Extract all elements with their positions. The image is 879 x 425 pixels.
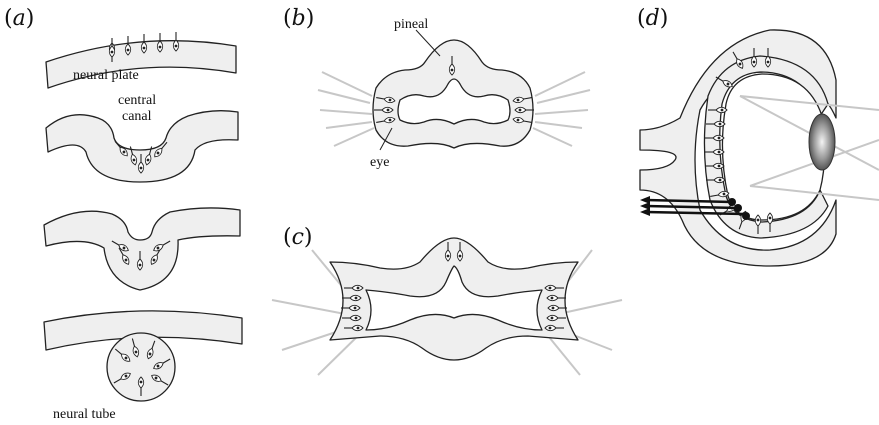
- brain-cross-section-c: [329, 237, 579, 361]
- neural-plate-label: neural plate: [73, 68, 139, 83]
- pineal-label: pineal: [394, 17, 428, 32]
- neural-fold-diagram-2: [43, 207, 241, 291]
- eye-cup-diagram: [639, 29, 879, 267]
- panel-a: (a) neural plate central canal: [4, 6, 243, 422]
- panel-label-d: (d): [637, 6, 668, 31]
- panel-d: (d): [637, 6, 879, 267]
- light-rays-b-left: [317, 71, 375, 147]
- panel-label-c: (c): [283, 225, 313, 250]
- neural-plate-diagram: [45, 31, 237, 89]
- panel-label-b: (b): [283, 6, 314, 31]
- light-rays-b-right: [532, 71, 591, 147]
- eye-label: eye: [370, 155, 389, 170]
- eye-leader-line: [379, 127, 393, 151]
- pineal-leader-line: [415, 29, 441, 57]
- optic-axons: [640, 196, 750, 220]
- lens: [808, 113, 836, 171]
- brain-cross-section-b: [372, 39, 535, 149]
- neural-tube-label: neural tube: [53, 407, 116, 422]
- central-label: central: [118, 93, 156, 108]
- neural-fold-diagram-1: [45, 110, 239, 183]
- panel-b: (b) pineal eye: [283, 6, 591, 170]
- canal-label: canal: [122, 109, 152, 124]
- panel-c: (c): [271, 225, 623, 376]
- panel-label-a: (a): [4, 6, 34, 31]
- neural-tube-diagram: [43, 310, 243, 402]
